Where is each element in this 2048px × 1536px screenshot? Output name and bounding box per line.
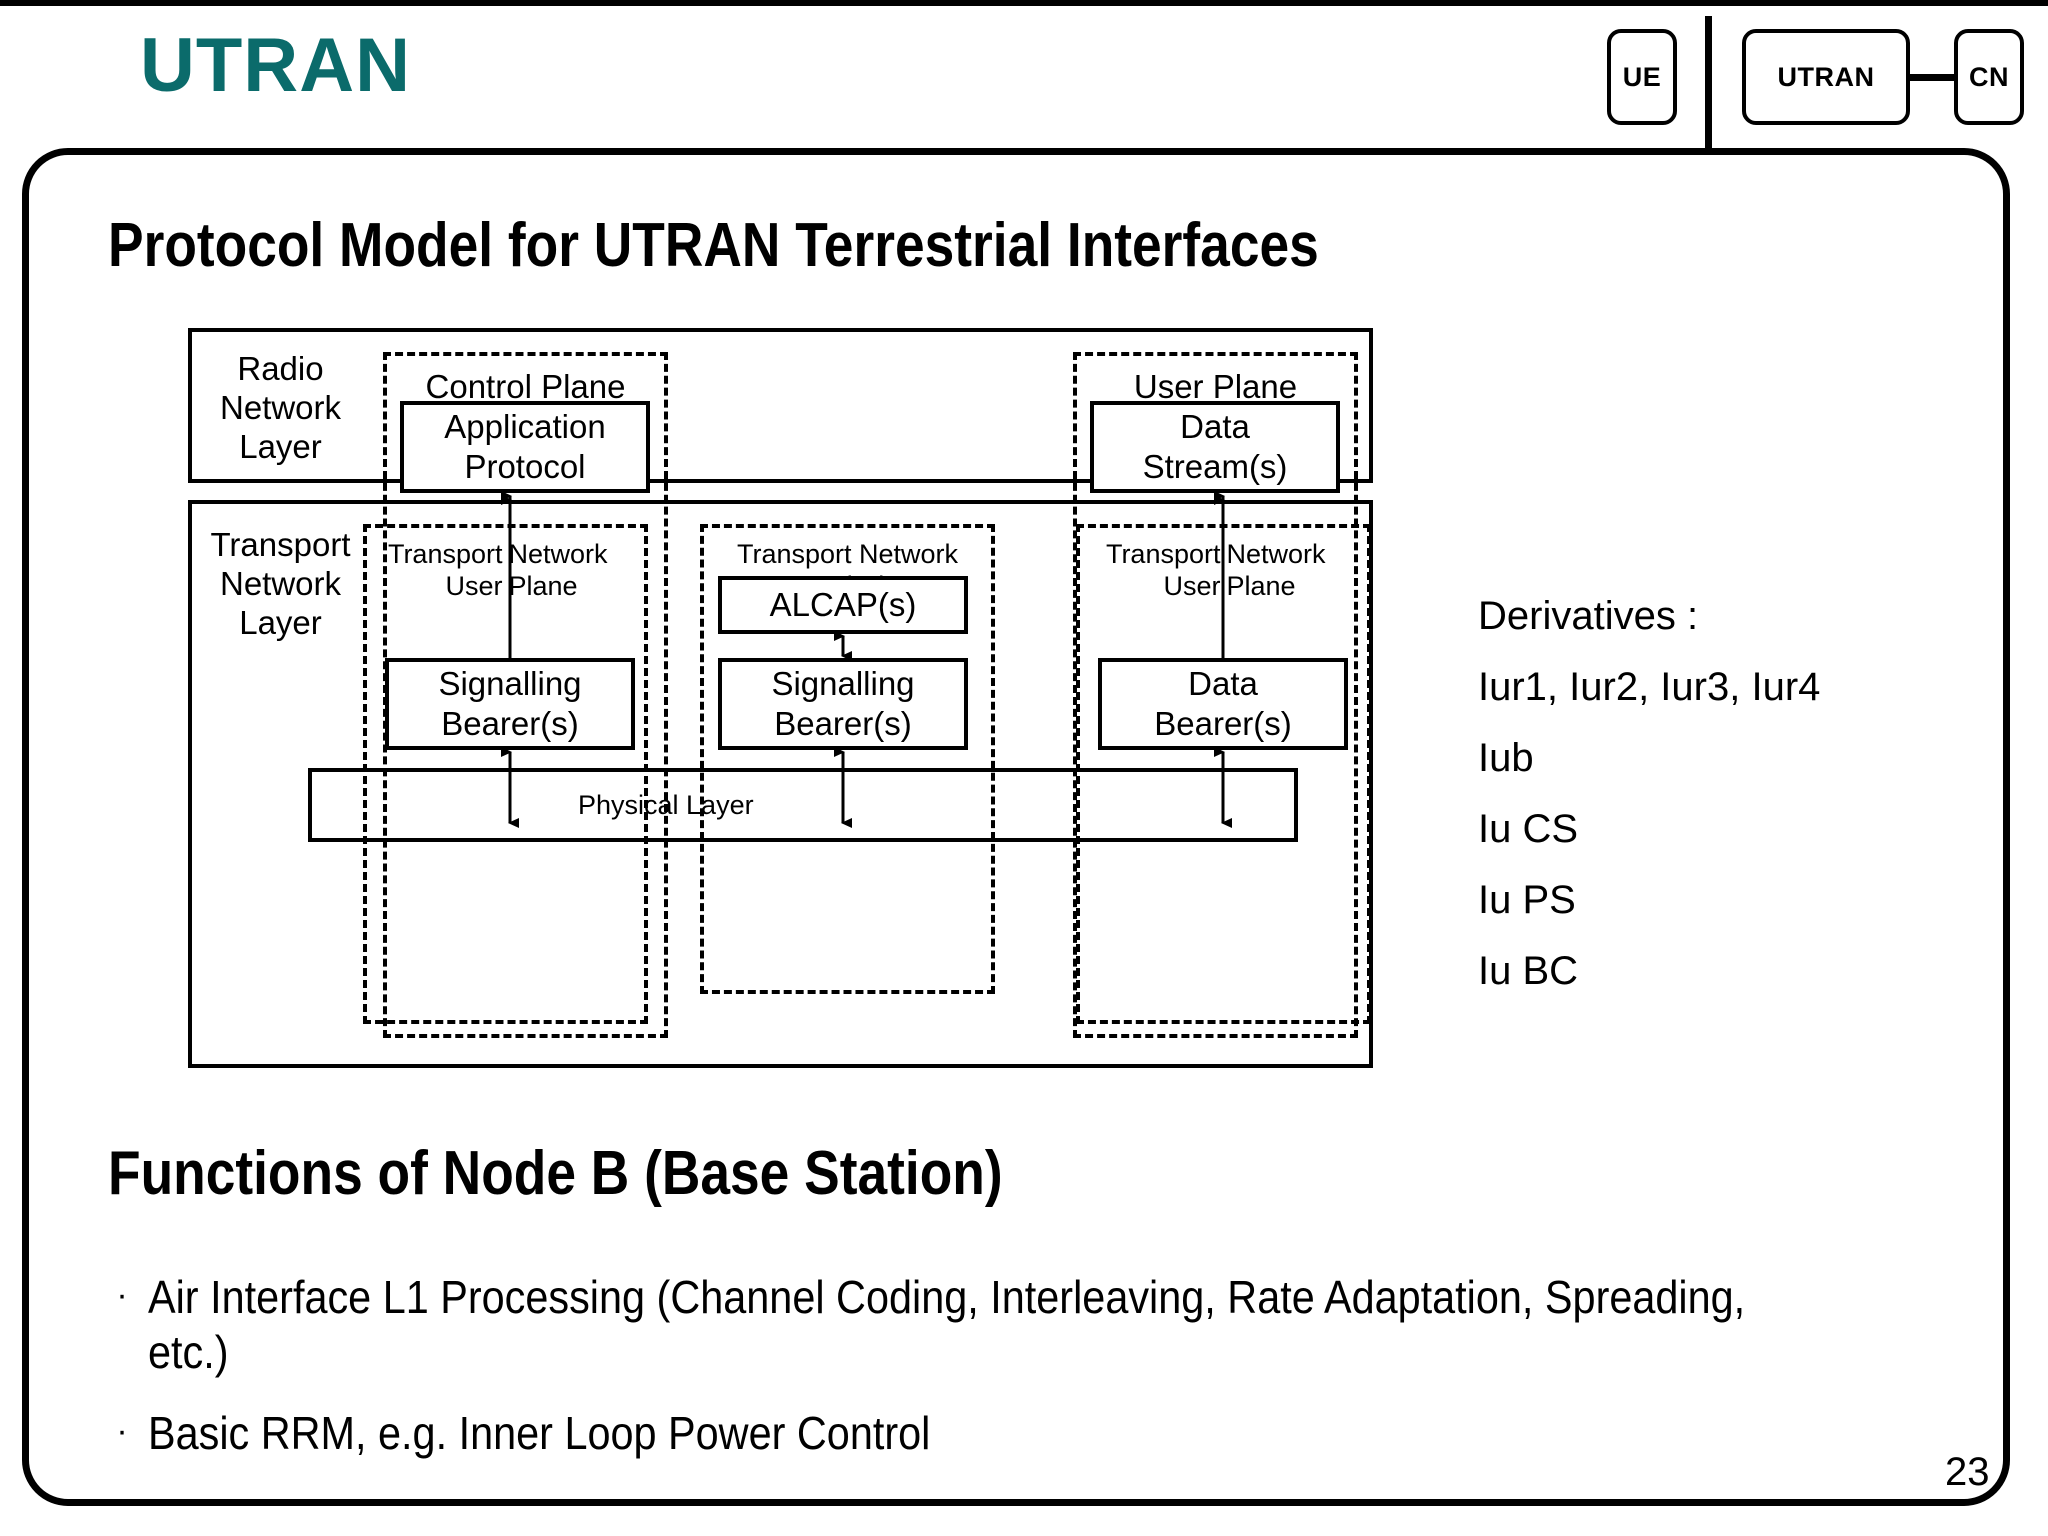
physical-layer-label: Physical Layer (578, 790, 754, 820)
nav-box-ue[interactable]: UE (1607, 29, 1677, 125)
page-title: UTRAN (140, 23, 411, 108)
breadcrumb-nav: UE UTRAN CN (1607, 16, 2024, 154)
tnup-left-label: Transport User Network Plane (387, 539, 608, 602)
control-plane-label: Control Plane (425, 368, 626, 405)
derivatives-item: Iur1, Iur2, Iur3, Iur4 (1478, 665, 1821, 709)
data-streams-box: Data Stream(s) (1090, 401, 1340, 493)
section-heading-functions: Functions of Node B (Base Station) (108, 1139, 1003, 1208)
derivatives-title: Derivatives : (1478, 594, 1699, 638)
slide-body-frame (22, 148, 2010, 1506)
bullet-text: Air Interface L1 Processing (Channel Cod… (148, 1271, 1746, 1379)
physical-layer-box (308, 768, 1298, 842)
bullet-marker-icon: · (116, 1412, 128, 1451)
protocol-model-diagram: Radio Network Layer Transport Network La… (188, 328, 1373, 1068)
nav-separator (1705, 16, 1712, 154)
alcap-box: ALCAP(s) (718, 576, 968, 634)
transport-network-layer-label: Transport Network Layer (210, 526, 351, 641)
transport-network-user-plane-right-box: Transport User Network Plane (1076, 524, 1371, 1024)
nav-box-cn[interactable]: CN (1954, 29, 2024, 125)
tnup-right-label: Transport User Network Plane (1105, 539, 1326, 602)
section-heading-protocol-model: Protocol Model for UTRAN Terrestrial Int… (108, 211, 1319, 280)
derivatives-list: Derivatives : Iur1, Iur2, Iur3, Iur4 Iub… (1478, 596, 1820, 1022)
derivatives-item: Iu CS (1478, 807, 1579, 851)
derivatives-item: Iu BC (1478, 949, 1579, 993)
signalling-bearers-left-box: Signalling Bearer(s) (385, 658, 635, 750)
transport-network-layer-band (188, 500, 1373, 1068)
derivatives-item: Iub (1478, 736, 1534, 780)
nav-connector-line (1910, 73, 1954, 81)
header-divider (0, 0, 2048, 6)
bullet-marker-icon: · (116, 1276, 128, 1314)
data-bearers-box: Data Bearer(s) (1098, 658, 1348, 750)
application-protocol-box: Application Protocol (400, 401, 650, 493)
bullet-text: Basic RRM, e.g. Inner Loop Power Control (148, 1407, 931, 1460)
list-item: · Basic RRM, e.g. Inner Loop Power Contr… (96, 1406, 1926, 1461)
page-number: 23 (1945, 1450, 1990, 1494)
derivatives-item: Iu PS (1478, 878, 1576, 922)
signalling-bearers-mid-box: Signalling Bearer(s) (718, 658, 968, 750)
transport-network-user-plane-left-box: Transport User Network Plane (363, 524, 648, 1024)
radio-network-layer-label: Radio Network Layer (219, 350, 342, 465)
user-plane-label: User Plane (1133, 368, 1298, 405)
nav-box-utran[interactable]: UTRAN (1742, 29, 1910, 125)
radio-network-layer-band (188, 328, 1373, 483)
bullet-list: · Air Interface L1 Processing (Channel C… (96, 1270, 1926, 1488)
list-item: · Air Interface L1 Processing (Channel C… (96, 1270, 1926, 1380)
user-plane-dashed-box: User Plane (1073, 352, 1358, 1038)
